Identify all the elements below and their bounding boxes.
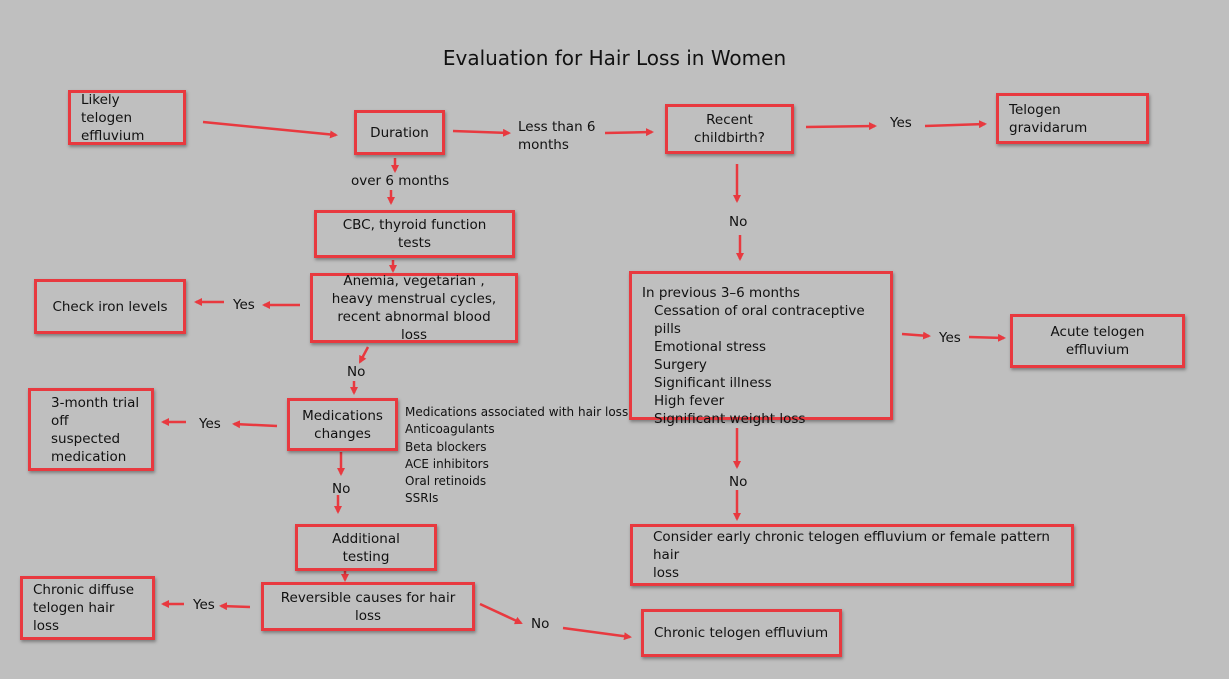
arrow-yes-to-acute — [968, 333, 1006, 342]
arrow-previous-to-yes — [901, 331, 931, 340]
medications-heading: Medications associated with hair loss — [405, 405, 629, 419]
node-likely-telogen-effluvium: Likely telogen effluvium — [68, 90, 186, 145]
previous-months-heading: In previous 3–6 months — [642, 285, 800, 301]
node-label: CBC, thyroid function tests — [342, 217, 487, 251]
medications-items: Anticoagulants Beta blockers ACE inhibit… — [405, 421, 628, 507]
list-item: Significant illness — [654, 375, 772, 391]
node-label: Recent childbirth? — [694, 112, 765, 146]
node-label: Medications changes — [302, 407, 383, 442]
node-consider-early-chronic: Consider early chronic telogen effluvium… — [630, 524, 1074, 586]
arrow-childbirth-to-yes — [805, 122, 877, 131]
arrow-medications-to-yes — [232, 420, 278, 429]
edge-label-over-6: over 6 months — [351, 173, 450, 189]
arrow-reversible-to-yes — [219, 602, 251, 611]
node-chronic-telogen-effluvium: Chronic telogen effluvium — [641, 609, 842, 657]
node-label: Additional testing — [332, 530, 400, 565]
edge-label-yes-acute: Yes — [939, 330, 961, 346]
edge-label-no-medication: No — [332, 481, 351, 497]
edge-label-no-anemia: No — [347, 364, 366, 380]
medications-associated-list: Medications associated with hair loss An… — [405, 404, 628, 508]
list-item: SSRIs — [405, 491, 439, 506]
node-medications-changes: Medications changes — [287, 398, 398, 451]
list-item: ACE inhibitors — [405, 456, 489, 471]
node-label: Duration — [370, 124, 429, 141]
edge-label-less-than-6: Less than 6 months — [518, 119, 596, 153]
node-label: Anemia, vegetarian , heavy menstrual cyc… — [331, 273, 497, 343]
node-trial-off-medication: 3-month trial off suspected medication — [28, 388, 154, 471]
arrow-less-to-childbirth — [604, 128, 654, 137]
list-item: Cessation of oral contraceptive pills — [654, 303, 865, 337]
list-item: Anticoagulants — [405, 422, 495, 437]
arrow-likely-to-duration — [202, 120, 338, 139]
node-label: Telogen gravidarum — [1009, 101, 1088, 136]
edge-label-no-previous: No — [729, 474, 748, 490]
node-additional-testing: Additional testing — [295, 524, 437, 571]
node-label: Check iron levels — [52, 298, 168, 315]
arrow-anemia-to-no — [358, 346, 370, 364]
edge-label-yes-medication: Yes — [199, 416, 221, 432]
node-label: Acute telogen effluvium — [1050, 324, 1145, 358]
node-recent-childbirth: Recent childbirth? — [665, 104, 794, 154]
node-label: Likely telogen effluvium — [81, 91, 145, 144]
list-item: High fever — [654, 393, 725, 409]
edge-label-no-reversible: No — [531, 616, 550, 632]
node-previous-3-6-months: In previous 3–6 months Cessation of oral… — [629, 271, 893, 427]
node-label: Reversible causes for hair loss — [280, 589, 456, 624]
list-item: Oral retinoids — [405, 474, 487, 489]
node-reversible-causes: Reversible causes for hair loss — [261, 582, 475, 631]
edge-label-yes-childbirth: Yes — [890, 115, 912, 131]
edge-label-yes-iron: Yes — [233, 297, 255, 313]
edge-label-no-childbirth: No — [729, 214, 748, 230]
node-telogen-gravidarum: Telogen gravidarum — [996, 93, 1149, 144]
node-cbc-thyroid: CBC, thyroid function tests — [314, 210, 515, 258]
list-item: Emotional stress — [654, 339, 767, 355]
node-check-iron: Check iron levels — [34, 279, 186, 334]
arrow-yes-to-gravidarum — [924, 120, 987, 129]
arrow-duration-to-less — [452, 128, 511, 137]
node-chronic-diffuse: Chronic diffuse telogen hair loss — [20, 576, 155, 640]
list-item: Surgery — [654, 357, 707, 373]
node-duration: Duration — [354, 110, 445, 155]
previous-months-list: Cessation of oral contraceptive pills Em… — [642, 302, 880, 428]
node-label: Consider early chronic telogen effluvium… — [653, 529, 1050, 581]
node-label: Chronic telogen effluvium — [654, 625, 829, 641]
list-item: Significant weight loss — [654, 411, 806, 427]
arrow-reversible-to-no — [479, 602, 523, 625]
arrow-no-to-chronic-telogen — [562, 626, 632, 641]
node-label: 3-month trial off suspected medication — [51, 394, 140, 465]
edge-label-yes-reversible: Yes — [193, 597, 215, 613]
page-title: Evaluation for Hair Loss in Women — [442, 46, 787, 70]
list-item: Beta blockers — [405, 439, 487, 454]
node-label: Chronic diffuse telogen hair loss — [33, 582, 135, 634]
node-acute-telogen-effluvium: Acute telogen effluvium — [1010, 314, 1185, 368]
node-anemia: Anemia, vegetarian , heavy menstrual cyc… — [310, 273, 518, 343]
